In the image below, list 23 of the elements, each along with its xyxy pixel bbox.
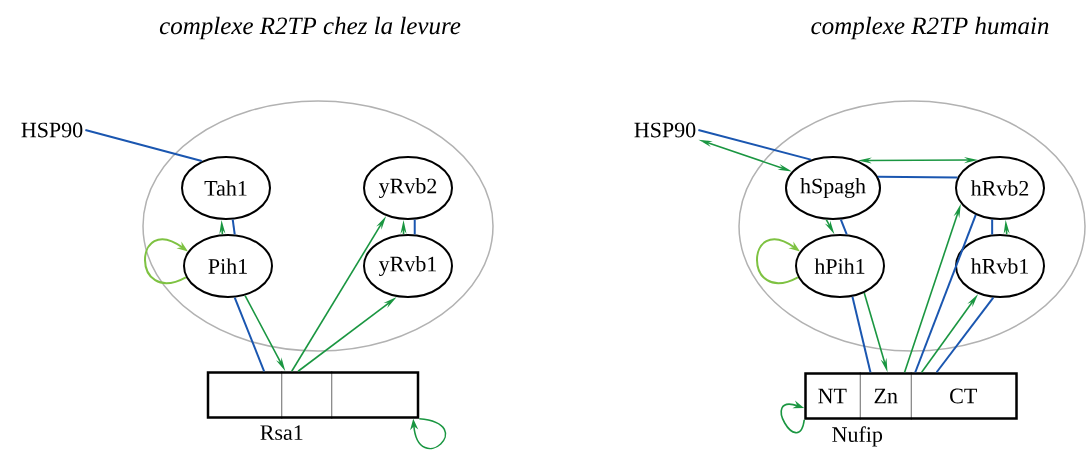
complex-outline xyxy=(738,100,1086,352)
node-label: Rsa1 xyxy=(260,425,303,441)
interaction-line xyxy=(876,175,959,179)
interaction-line xyxy=(231,218,236,236)
interaction-line xyxy=(413,218,416,236)
self-loop-arrow xyxy=(780,400,806,434)
complex-outline xyxy=(142,100,494,352)
interaction-line xyxy=(991,218,994,236)
domain-bar: Rsa1 xyxy=(206,370,420,441)
interaction-line xyxy=(851,295,872,374)
domain-bar: NT Zn CT Nufip xyxy=(804,371,1018,447)
interaction-line xyxy=(697,129,812,161)
self-loop-arrow xyxy=(410,417,447,450)
panel-title: complexe R2TP humain xyxy=(811,16,1049,40)
panel-title: complexe R2TP chez la levure xyxy=(159,16,461,40)
protein-label: HSP90 xyxy=(634,122,696,138)
interaction-line xyxy=(84,129,203,163)
interaction-line xyxy=(935,296,995,374)
node-label: Nufip xyxy=(832,426,883,447)
interaction-line xyxy=(233,296,266,373)
protein-label: HSP90 xyxy=(21,122,83,138)
interaction-line xyxy=(839,218,848,236)
interaction-line xyxy=(914,213,977,374)
